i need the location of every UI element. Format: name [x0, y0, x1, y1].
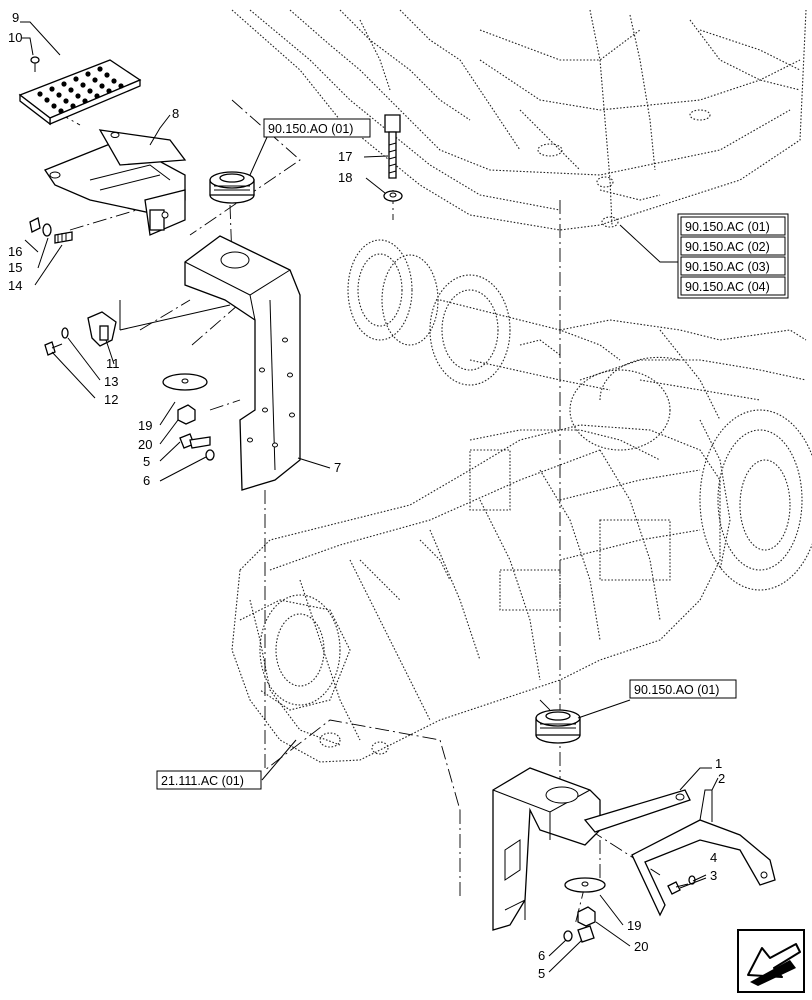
step-bracket-part-8: [44, 129, 187, 236]
bracket-part-7: [184, 235, 301, 491]
nut-part-16: [29, 217, 41, 233]
part-label-17: 17: [338, 149, 352, 164]
part-label-5-upper: 5: [143, 454, 150, 469]
bracket-part-2: [631, 789, 776, 917]
part-label-12: 12: [104, 392, 118, 407]
reference-transmission[interactable]: 21.111.AC (01): [156, 770, 262, 790]
svg-text:90.150.AC (01)[interactable]: 90.150.AC (01): [685, 220, 770, 234]
bolt-part-5-upper: [179, 433, 211, 449]
svg-text:90.150.AC (03)[interactable]: 90.150.AC (03): [685, 260, 770, 274]
washer-part-18: [383, 190, 403, 202]
screw-part-10: [30, 56, 40, 72]
rear-axle-housing: [347, 239, 812, 591]
bolt-part-5-lower: [577, 925, 595, 943]
part-label-5-lower: 5: [538, 966, 545, 981]
return-arrow-icon[interactable]: [737, 929, 805, 993]
clip-part-11: [87, 311, 117, 347]
svg-text:90.150.AO (01)[interactable]: 90.150.AO (01): [634, 683, 719, 697]
part-label-20-upper: 20: [138, 437, 152, 452]
washer-part-13: [61, 327, 69, 339]
reference-ao-upper[interactable]: 90.150.AO (01): [263, 118, 371, 138]
reference-ac-04[interactable]: 90.150.AC (04): [680, 276, 786, 296]
rubber-mount-lower: [535, 709, 581, 744]
reference-ao-lower[interactable]: 90.150.AO (01): [629, 679, 737, 699]
part-label-8: 8: [172, 106, 179, 121]
bracket-part-1: [492, 767, 691, 931]
reference-ac-01[interactable]: 90.150.AC (01): [680, 216, 786, 236]
part-label-3: 3: [710, 868, 717, 883]
nut-part-20-lower: [577, 906, 596, 927]
part-label-10: 10: [8, 30, 22, 45]
washer-part-6-upper: [205, 449, 215, 461]
part-label-16: 16: [8, 244, 22, 259]
part-label-9: 9: [12, 10, 19, 25]
part-label-6-lower: 6: [538, 948, 545, 963]
svg-text:90.150.AC (02)[interactable]: 90.150.AC (02): [685, 240, 770, 254]
bolt-part-14: [54, 231, 73, 244]
part-label-18: 18: [338, 170, 352, 185]
alignment-lines: [34, 99, 661, 926]
washer-part-19-upper: [162, 373, 208, 391]
part-label-1: 1: [715, 756, 722, 771]
leader-lines: [20, 21, 719, 973]
part-label-4: 4: [710, 850, 717, 865]
cab-frame: [231, 9, 807, 231]
part-label-13: 13: [104, 374, 118, 389]
washer-part-6-lower: [563, 930, 573, 942]
svg-text:90.150.AO (01)[interactable]: 90.150.AO (01): [268, 122, 353, 136]
part-label-19-upper: 19: [138, 418, 152, 433]
svg-text:21.111.AC (01)[interactable]: 21.111.AC (01): [161, 774, 244, 788]
part-label-19-lower: 19: [627, 918, 641, 933]
nut-part-20-upper: [177, 404, 196, 425]
transmission-housing: [231, 424, 721, 763]
part-label-15: 15: [8, 260, 22, 275]
reference-ac-group: 90.150.AC (01) 90.150.AC (02) 90.150.AC …: [677, 213, 789, 299]
step-plate-part-9: [18, 59, 142, 126]
bolt-part-12: [44, 341, 63, 356]
part-label-14: 14: [8, 278, 22, 293]
part-label-6-upper: 6: [143, 473, 150, 488]
svg-text:90.150.AC (04)[interactable]: 90.150.AC (04): [685, 280, 770, 294]
washer-part-15: [42, 223, 52, 237]
reference-ac-02[interactable]: 90.150.AC (02): [680, 236, 786, 256]
part-label-2: 2: [718, 771, 725, 786]
part-labels: 9 10 8 16 15 14 11 13 12 19 20 5 6 7 17 …: [8, 10, 725, 981]
rubber-mount-upper: [209, 171, 255, 204]
bolt-part-17: [384, 114, 401, 179]
bolt-part-3: [667, 881, 689, 895]
reference-ac-03[interactable]: 90.150.AC (03): [680, 256, 786, 276]
part-label-11: 11: [106, 356, 120, 371]
part-label-20-lower: 20: [634, 939, 648, 954]
part-label-7: 7: [334, 460, 341, 475]
washer-part-19-lower: [564, 877, 606, 893]
